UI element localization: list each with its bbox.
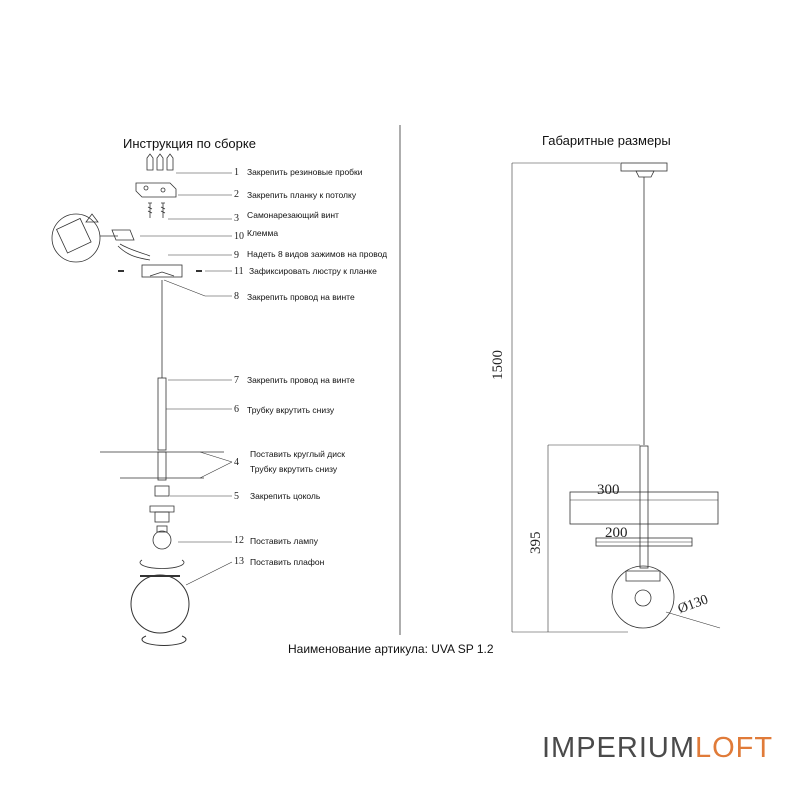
brand-logo: IMPERIUMLOFT <box>542 732 773 765</box>
rubber-plugs <box>146 153 174 171</box>
dim-canopy <box>620 162 668 445</box>
step-num: 12 <box>234 535 244 546</box>
socket-part <box>149 485 175 523</box>
self-tapping-screws <box>147 202 166 218</box>
lamp-bulb <box>139 525 185 569</box>
step-num: 3 <box>234 213 239 224</box>
step-text: Зафиксировать люстру к планке <box>249 266 377 276</box>
step-text: Трубку вкрутить снизу <box>247 405 335 415</box>
step-text: Поставить круглый диск <box>250 449 345 459</box>
step-text: Поставить плафон <box>250 557 325 567</box>
glass-globe <box>130 574 190 646</box>
ceiling-plate <box>135 182 177 198</box>
step-text: Клемма <box>247 228 279 238</box>
step-num: 11 <box>234 266 244 277</box>
step-num: 13 <box>234 556 244 567</box>
dim-disc-small: 200 <box>605 525 628 541</box>
dimensions-title: Габаритные размеры <box>542 133 671 148</box>
dim-lamp-body <box>569 445 719 629</box>
dim-disc-large: 300 <box>597 482 620 498</box>
step-text: Поставить лампу <box>250 536 318 546</box>
step-text: Закрепить цоколь <box>250 491 321 501</box>
step-num: 4 <box>234 457 239 468</box>
step-num: 2 <box>234 189 239 200</box>
article-name: Наименование артикула: UVA SP 1.2 <box>288 642 494 656</box>
brand-part1: IMPERIUM <box>542 732 695 764</box>
step-num: 8 <box>234 291 239 302</box>
suspension-rod <box>157 280 167 481</box>
step-text: Закрепить планку к потолку <box>247 190 357 200</box>
step-text: Трубку вкрутить снизу <box>250 464 338 474</box>
step-text: Закрепить провод на винте <box>247 292 355 302</box>
leader-lines <box>140 172 233 586</box>
disc-parts <box>100 451 224 479</box>
step-text: Самонарезающий винт <box>247 210 339 220</box>
step-num: 7 <box>234 375 239 386</box>
canopy-mount <box>118 264 202 278</box>
dim-total-height: 1500 <box>490 350 506 380</box>
assembly-title: Инструкция по сборке <box>123 136 256 151</box>
step-text: Закрепить провод на винте <box>247 375 355 385</box>
dim-lower-height: 395 <box>528 531 544 555</box>
brand-part2: LOFT <box>695 732 774 764</box>
dim-lines <box>511 162 721 633</box>
step-text: Закрепить резиновые пробки <box>247 167 363 177</box>
step-num: 10 <box>234 231 244 242</box>
step-num: 5 <box>234 491 239 502</box>
step-num: 6 <box>234 404 239 415</box>
step-text: Надеть 8 видов зажимов на провод <box>247 249 388 259</box>
step-num: 9 <box>234 250 239 261</box>
step-num: 1 <box>234 167 239 178</box>
terminal-detail <box>51 213 151 263</box>
